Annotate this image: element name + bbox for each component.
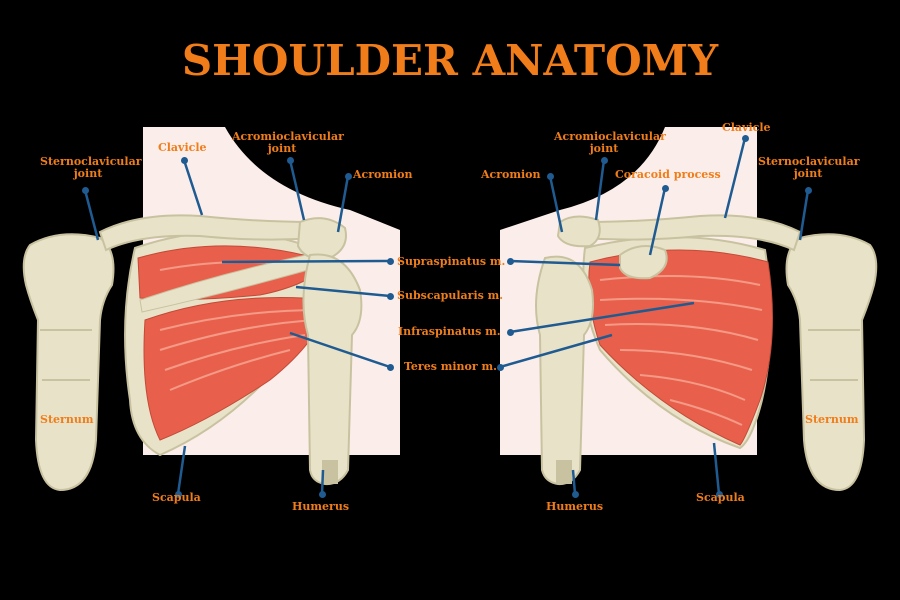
label-sternum-right: Sternum <box>805 413 859 426</box>
label-teres-minor: Teres minor m. <box>404 360 497 373</box>
sternum-left <box>22 233 115 492</box>
leader-dot <box>174 490 182 498</box>
label-coracoid-process: Coracoid process <box>615 168 721 181</box>
label-subscapularis: Subscapularis m. <box>397 289 504 302</box>
leader-dot <box>506 328 514 336</box>
sternum-left-shade <box>40 329 92 381</box>
label-sternum-left: Sternum <box>40 413 94 426</box>
leader-dot <box>344 172 352 180</box>
humerus-left-shade <box>322 460 338 484</box>
leader-dot <box>546 172 554 180</box>
leader-lines <box>83 137 810 495</box>
leader-dot <box>180 156 188 164</box>
leader-dot <box>386 257 394 265</box>
leader-dot <box>286 156 294 164</box>
label-clavicle-left: Clavicle <box>158 141 207 154</box>
label-humerus-right: Humerus <box>546 500 604 513</box>
leader-dot <box>81 186 89 194</box>
label-acromion-left: Acromion <box>353 168 413 181</box>
leader-dot <box>661 184 669 192</box>
label-sternoclavicular-joint-left: Sternoclavicular joint <box>40 155 142 180</box>
label-humerus-left: Humerus <box>292 500 350 513</box>
label-clavicle-right: Clavicle <box>722 121 771 134</box>
leader-dot <box>318 490 326 498</box>
right-shoulder-view <box>500 127 878 492</box>
label-scapula-left: Scapula <box>152 491 201 504</box>
muscle-fibres-right <box>599 275 763 426</box>
label-supraspinatus: Supraspinatus m. <box>397 255 506 268</box>
leader-dot <box>600 156 608 164</box>
sternum-right <box>785 233 878 492</box>
left-shoulder-view <box>22 127 400 492</box>
muscle-fibres-left <box>159 260 321 391</box>
sternum-right-shade <box>808 329 860 381</box>
acromion-right <box>556 215 601 248</box>
leader-dot <box>386 292 394 300</box>
leader-dot <box>741 134 749 142</box>
label-acromioclavicular-joint-right: Acromioclavicular joint <box>554 130 666 155</box>
label-infraspinatus: Infraspinatus m. <box>398 325 501 338</box>
leader-dot <box>386 363 394 371</box>
label-sternoclavicular-joint-right: Sternoclavicular joint <box>758 155 860 180</box>
page-title: SHOULDER ANATOMY <box>181 36 719 85</box>
coracoid-process-right <box>619 245 668 280</box>
leader-dot <box>506 257 514 265</box>
label-acromioclavicular-joint-left: Acromioclavicular joint <box>232 130 344 155</box>
leader-dot <box>496 363 504 371</box>
label-acromion-right: Acromion <box>481 168 541 181</box>
acromion-left <box>296 217 347 260</box>
muscle-lower-left <box>143 297 331 441</box>
leader-dot <box>715 490 723 498</box>
label-scapula-right: Scapula <box>696 491 745 504</box>
leader-dot <box>571 490 579 498</box>
leader-dot <box>804 186 812 194</box>
humerus-right-shade <box>556 460 572 484</box>
